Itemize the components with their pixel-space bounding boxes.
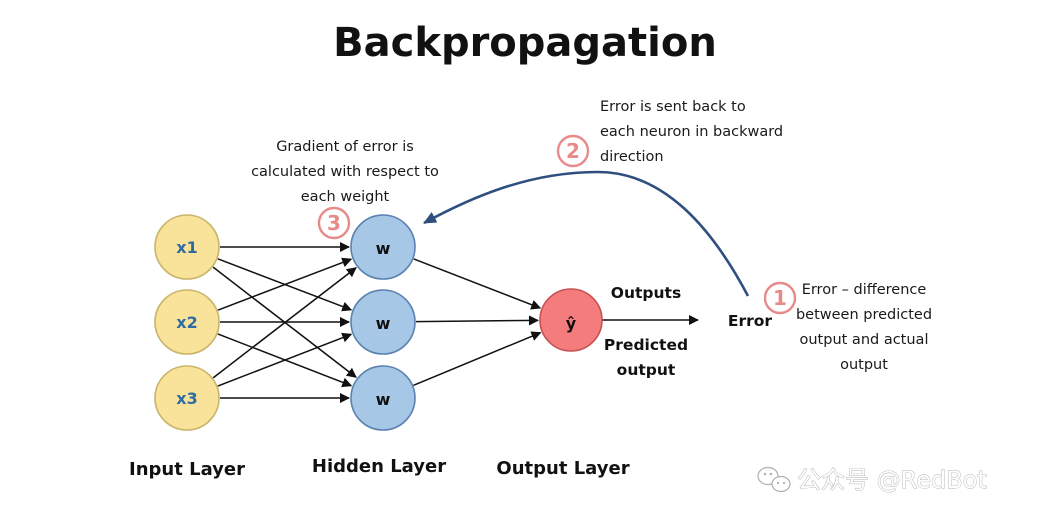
step-1-note: output (840, 357, 888, 373)
input-hidden-connections (212, 242, 357, 403)
output-node: ŷ (539, 288, 603, 352)
step-1-note: Error – difference (802, 282, 927, 298)
hidden-node: w (350, 289, 416, 355)
connection-arrow (413, 258, 542, 310)
connection-arrow (415, 315, 540, 326)
hidden-node: w (350, 365, 416, 431)
step-1: 1 Error – difference between predicted o… (763, 281, 932, 373)
input-layer: x1 x2 x3 (154, 214, 220, 431)
input-node-label: x2 (176, 313, 197, 332)
hidden-node-label: w (376, 239, 391, 258)
hidden-layer-label: Hidden Layer (312, 456, 446, 477)
watermark: 公众号 @RedBot (757, 466, 987, 494)
step-2-number: 2 (566, 139, 580, 163)
predicted-output-label: output (617, 361, 676, 379)
hidden-node-label: w (376, 390, 391, 409)
output-layer-label: Output Layer (496, 458, 629, 479)
step-2-badge (556, 134, 590, 168)
connection-arrow (212, 267, 357, 379)
connection-arrow (413, 331, 542, 387)
watermark-text: 公众号 @RedBot (797, 466, 987, 494)
step-3-note: Gradient of error is (276, 139, 414, 155)
connection-arrow (217, 332, 353, 387)
predicted-output-label: Predicted (604, 336, 688, 354)
page-title: Backpropagation (333, 20, 717, 66)
outputs-label: Outputs (611, 284, 681, 302)
step-1-badge (763, 281, 797, 315)
step-1-note: between predicted (796, 307, 932, 323)
hidden-output-connections (413, 258, 542, 387)
step-3: 3 Gradient of error is calculated with r… (251, 139, 439, 240)
input-node-label: x1 (176, 238, 197, 257)
step-3-note: calculated with respect to (251, 164, 439, 180)
input-node: x1 (154, 214, 220, 280)
step-1-note: output and actual (800, 332, 929, 348)
hidden-node-label: w (376, 314, 391, 333)
step-2: 2 Error is sent back to each neuron in b… (556, 99, 783, 168)
step-2-note: each neuron in backward (600, 124, 783, 140)
hidden-node: w (350, 214, 416, 280)
input-node-label: x3 (176, 389, 197, 408)
wechat-icon (757, 466, 791, 493)
connection-arrow (217, 257, 353, 311)
input-node: x2 (154, 289, 220, 355)
step-3-number: 3 (327, 211, 341, 235)
input-layer-label: Input Layer (129, 459, 245, 480)
backward-error-arrow (423, 170, 750, 297)
error-label: Error (728, 312, 773, 330)
step-1-number: 1 (773, 286, 787, 310)
step-2-note: direction (600, 149, 664, 165)
input-node: x3 (154, 365, 220, 431)
output-node-label: ŷ (566, 314, 577, 333)
hidden-layer: w w w (350, 214, 416, 431)
step-3-note: each weight (301, 189, 390, 205)
step-2-note: Error is sent back to (600, 99, 746, 115)
step-3-badge (317, 206, 351, 240)
